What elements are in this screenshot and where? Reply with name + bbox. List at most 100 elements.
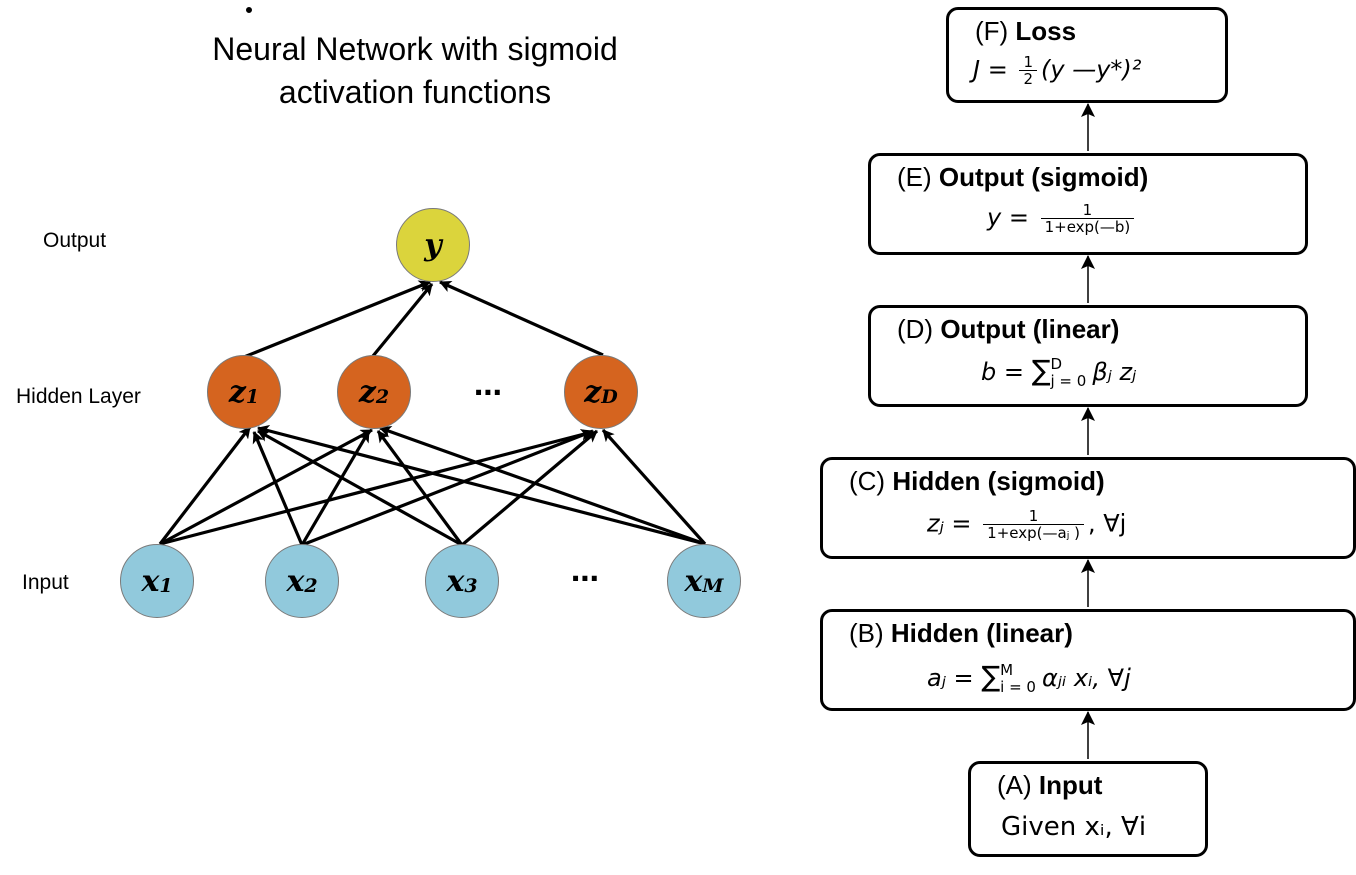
hidden-sigmoid-frac-num: 1: [983, 508, 1084, 525]
box-input-heading: (A) Input: [997, 770, 1102, 800]
title-line-2: activation functions: [278, 74, 552, 110]
edge-zD-y: [439, 280, 604, 357]
edge-xM-zD: [601, 428, 707, 546]
node-z2-base: z: [358, 374, 376, 410]
box-hidden-linear-heading: (B) Hidden (linear): [849, 618, 1073, 648]
node-x1-base: x: [141, 563, 160, 599]
node-z2-sub: 2: [375, 386, 390, 408]
box-hidden-sigmoid-title: Hidden (sigmoid): [892, 466, 1105, 496]
box-output-linear-prefix: (D): [897, 314, 941, 344]
output-linear-lhs: b: [981, 358, 997, 386]
edge-xM-z1: [257, 424, 706, 546]
loss-eq: =: [980, 55, 1016, 84]
hidden-sigmoid-frac-den: 1+exp(—aⱼ ): [987, 524, 1080, 542]
diagram-title: Neural Network with sigmoid activation f…: [160, 28, 670, 114]
hidden-linear-rhs: αⱼᵢ xᵢ, ∀j: [1041, 664, 1131, 692]
hidden-sigmoid-rhs: , ∀j: [1087, 509, 1127, 538]
title-line-1: Neural Network with sigmoid: [212, 31, 618, 67]
box-loss-heading: (F) Loss: [975, 16, 1076, 46]
box-output-linear-title: Output (linear): [940, 314, 1120, 344]
box-output-sigmoid-heading: (E) Output (sigmoid): [897, 162, 1148, 192]
box-input: (A) Input Given xᵢ, ∀i: [968, 761, 1208, 857]
edge-x2-z1: [252, 431, 304, 546]
hidden-linear-sum: ∑: [981, 660, 1001, 693]
node-x2-sub: 2: [304, 575, 318, 597]
box-hidden-sigmoid-heading: (C) Hidden (sigmoid): [849, 466, 1105, 496]
output-sigmoid-frac-den: 1+exp(—b): [1044, 218, 1131, 236]
hidden-linear-sub: i = 0: [1000, 678, 1036, 696]
node-y: y: [396, 208, 470, 282]
output-linear-sup: D: [1050, 355, 1063, 373]
loss-lhs: J: [973, 55, 981, 84]
output-linear-eq: =: [996, 358, 1032, 386]
loss-frac-den: 2: [1023, 70, 1033, 88]
edge-x1-z2: [159, 428, 373, 546]
edge-z2-y: [371, 282, 434, 358]
node-zD-sub: D: [601, 386, 618, 408]
edge-x2-zD: [301, 429, 594, 547]
hidden-sigmoid-lhs: zⱼ: [927, 509, 944, 538]
input-ellipsis: ⋯: [571, 563, 600, 594]
hidden-linear-lhs: aⱼ: [927, 664, 946, 692]
node-x3-sub: 3: [464, 575, 478, 597]
edge-x1-zD: [159, 428, 593, 546]
node-x3-base: x: [446, 563, 465, 599]
box-output-sigmoid-title: Output (sigmoid): [938, 162, 1149, 192]
edge-x3-z2: [376, 430, 464, 546]
edge-x3-zD: [460, 429, 599, 547]
node-x2-base: x: [286, 563, 305, 599]
edge-x3-z1: [257, 429, 463, 547]
box-hidden-linear-prefix: (B): [849, 618, 891, 648]
box-hidden-linear-title: Hidden (linear): [890, 618, 1073, 648]
hidden-sigmoid-eq: =: [943, 509, 980, 538]
node-x1-sub: 1: [159, 575, 173, 597]
edge-x2-z2: [300, 430, 371, 546]
box-output-sigmoid-prefix: (E): [897, 162, 939, 192]
hidden-ellipsis: ⋯: [474, 377, 503, 408]
box-input-text: Given xᵢ, ∀i: [1001, 812, 1147, 842]
loss-rhs: (y —y*)²: [1041, 55, 1142, 84]
box-input-title: Input: [1038, 770, 1103, 800]
node-zD-base: z: [584, 374, 602, 410]
output-linear-sub: j = 0: [1050, 372, 1087, 390]
box-output-linear-heading: (D) Output (linear): [897, 314, 1119, 344]
box-hidden-sigmoid-prefix: (C): [849, 466, 893, 496]
edge-xM-z2: [379, 426, 706, 546]
output-linear-rhs: βⱼ zⱼ: [1092, 358, 1137, 386]
box-loss-prefix: (F): [975, 16, 1016, 46]
hidden-linear-eq: =: [945, 664, 982, 692]
edge-x1-z1: [158, 426, 252, 545]
hidden-layer-label: Hidden Layer: [16, 385, 141, 408]
node-xM-base: x: [684, 563, 703, 599]
edge-z1-y: [243, 280, 431, 359]
box-input-prefix: (A): [997, 770, 1039, 800]
node-y-label: y: [424, 227, 442, 263]
input-layer-label: Input: [22, 571, 69, 594]
output-linear-sum: ∑: [1031, 354, 1051, 387]
box-loss-title: Loss: [1015, 16, 1077, 46]
node-xM-sub: M: [702, 575, 724, 597]
output-sigmoid-frac-num: 1: [1040, 202, 1135, 219]
hidden-linear-sup: M: [1000, 661, 1014, 679]
